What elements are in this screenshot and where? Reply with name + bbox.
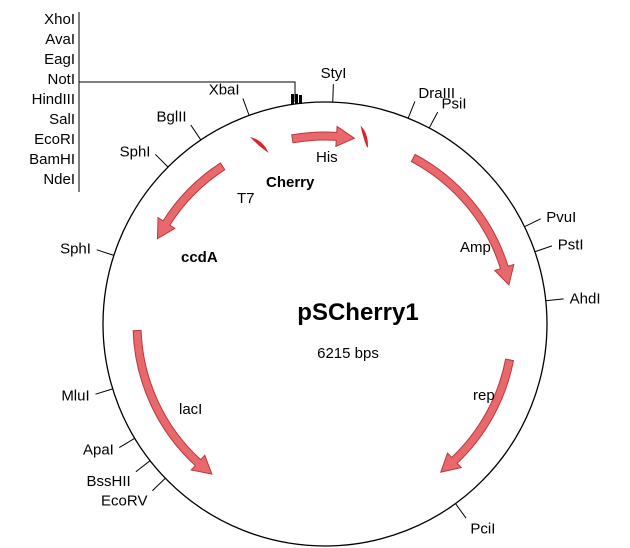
- site-tick-pcii: [455, 503, 467, 519]
- site-tick-psii: [428, 111, 439, 129]
- cluster-site-label: SalI: [49, 111, 75, 128]
- site-tick-mlui: [95, 388, 113, 395]
- site-label-pvui: PvuI: [546, 209, 576, 226]
- site-tick-ecorv: [152, 477, 166, 492]
- cluster-tick-marks: [291, 94, 294, 104]
- site-label-pcii: PciI: [470, 520, 495, 537]
- cluster-site-label: XhoI: [44, 11, 75, 28]
- site-label-psii: PsiI: [442, 96, 467, 113]
- site-tick-styi: [332, 84, 334, 103]
- feature-label-laci: lacI: [179, 401, 202, 418]
- site-label-sphi: SphI: [120, 143, 151, 160]
- small-feature-marks: [250, 125, 368, 153]
- site-tick-draiii: [407, 101, 416, 119]
- feature-label-cherry: Cherry: [266, 174, 315, 191]
- feature-label-ccda: ccdA: [181, 249, 218, 266]
- feature-arrow-rep: [439, 358, 515, 473]
- site-label-styi: StyI: [321, 65, 347, 82]
- plasmid-backbone: [102, 101, 548, 547]
- small-feature-mark-t7: [250, 136, 269, 153]
- site-tick-apai: [119, 437, 135, 449]
- site-label-apai: ApaI: [83, 442, 114, 459]
- feature-label-t7: T7: [237, 190, 255, 207]
- site-label-bsshii: BssHII: [87, 473, 131, 490]
- site-tick-bsshii: [135, 460, 151, 473]
- site-label-ecorv: EcoRV: [101, 492, 147, 509]
- cluster-site-label: AvaI: [45, 31, 75, 48]
- feature-label-his: His: [316, 149, 338, 166]
- site-label-sphi: SphI: [60, 241, 91, 258]
- site-tick-pvui: [524, 218, 541, 228]
- cluster-site-label: EagI: [44, 51, 75, 68]
- cluster-site-label: EcoRI: [34, 131, 75, 148]
- plasmid-name: pSCherry1: [297, 299, 418, 326]
- small-feature-mark-his: [360, 125, 368, 148]
- site-tick-sphi: [154, 153, 169, 168]
- site-label-mlui: MluI: [61, 387, 89, 404]
- site-tick-bglii: [190, 124, 202, 141]
- feature-arrow-ccda: [156, 162, 226, 240]
- feature-arrow-laci: [132, 329, 213, 475]
- site-label-psti: PstI: [558, 237, 584, 254]
- feature-label-rep: rep: [473, 387, 495, 404]
- feature-arrows: [132, 125, 515, 475]
- plasmid-size: 6215 bps: [317, 345, 379, 362]
- site-cluster: XhoI AvaI EagI NotI HindIII SalI EcoRI B…: [29, 11, 302, 192]
- feature-label-amp: Amp: [460, 239, 491, 256]
- feature-labels: Cherry Amp rep lacI ccdA T7 His: [179, 149, 495, 418]
- cluster-site-label: HindIII: [32, 91, 75, 108]
- site-label-ahdi: AhdI: [570, 290, 601, 307]
- feature-arrow-cherry: [291, 125, 356, 148]
- site-tick-psti: [534, 245, 553, 253]
- site-tick-sphi: [96, 249, 115, 256]
- site-label-xbai: XbaI: [209, 82, 240, 99]
- site-label-bglii: BglII: [157, 109, 187, 126]
- site-tick-ahdi: [545, 298, 564, 302]
- site-tick-xbai: [242, 98, 250, 116]
- cluster-site-label: BamHI: [29, 151, 75, 168]
- cluster-site-label: NotI: [47, 71, 75, 88]
- feature-arrow-amp: [410, 153, 515, 286]
- site-label-draiii: DraIII: [418, 85, 455, 102]
- cluster-site-label: NdeI: [43, 171, 75, 188]
